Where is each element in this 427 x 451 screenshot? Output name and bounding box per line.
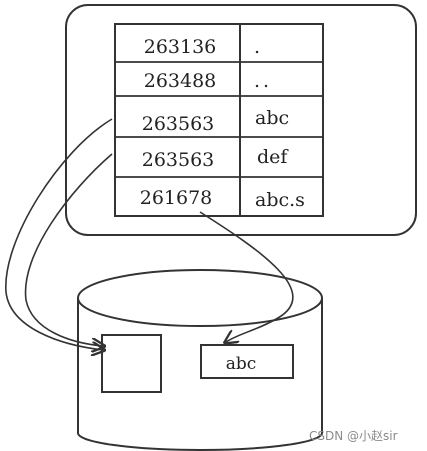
watermark: CSDN @小赵sir — [309, 429, 398, 443]
filename-cell: abc.s — [255, 189, 305, 211]
inode-cell: 263136 — [144, 36, 217, 58]
arrow-abc-to-inode — [5, 118, 113, 350]
arrow-symlink-to-data — [199, 211, 294, 342]
arrow-def-to-inode — [24, 153, 113, 346]
data-block — [200, 344, 294, 379]
inode-cell: 263488 — [144, 70, 217, 92]
filename-cell: def — [257, 146, 289, 168]
inode-block — [101, 334, 162, 393]
directory-frame — [65, 4, 417, 236]
inode-cell: 263563 — [142, 149, 215, 171]
disk-top — [77, 269, 323, 327]
data-block-label: abc — [226, 354, 257, 374]
directory-table-border — [114, 23, 324, 217]
filename-cell: .. — [254, 70, 272, 92]
filename-cell: . — [254, 36, 260, 58]
directory-table: 263136 . 263488 .. 263563 abc 263563 def… — [114, 23, 324, 217]
inode-cell: 261678 — [140, 187, 213, 209]
filename-cell: abc — [255, 107, 289, 129]
inode-cell: 263563 — [142, 113, 215, 135]
